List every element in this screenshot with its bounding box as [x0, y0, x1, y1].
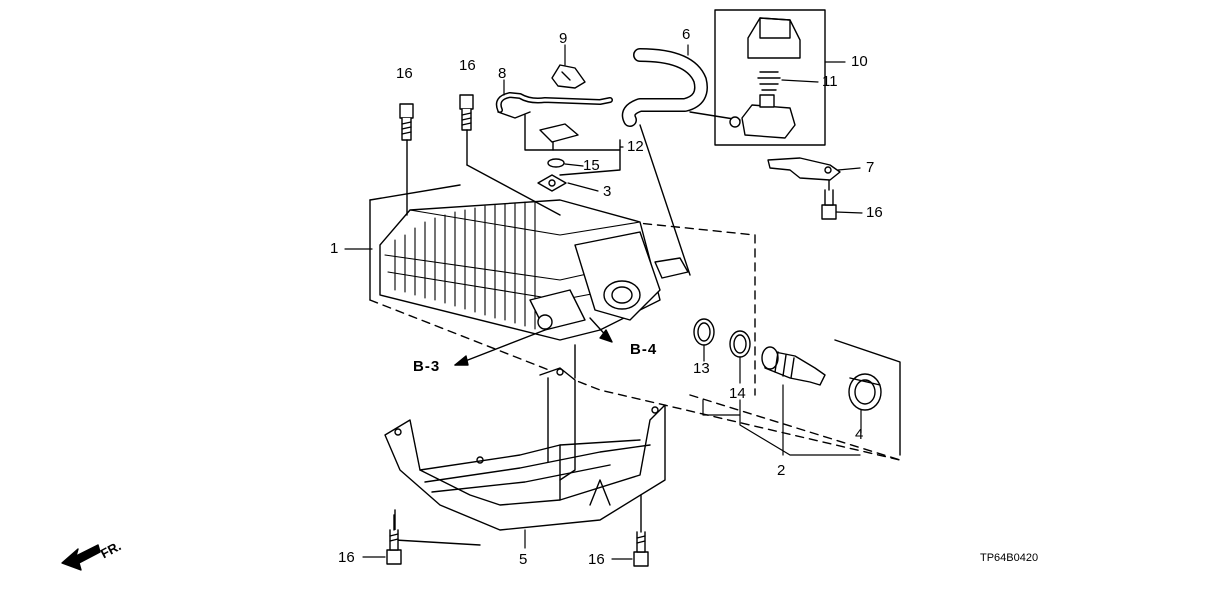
bracket-7 [767, 157, 841, 181]
bolt-upper-mid [459, 94, 561, 216]
callout-16-c: 16 [866, 204, 883, 221]
leader-lines [344, 44, 863, 560]
gasket-13 [693, 318, 715, 346]
ref-b3: B-3 [413, 358, 441, 375]
callout-2: 2 [777, 462, 786, 479]
front-arrow-icon [61, 544, 101, 571]
spring-11 [757, 71, 781, 91]
valve-body [729, 94, 796, 139]
tube-8 [495, 92, 613, 119]
ref-b4: B-4 [630, 341, 658, 358]
callout-8: 8 [498, 65, 507, 82]
hose-6 [621, 48, 741, 276]
joint-12 [539, 123, 579, 151]
lower-bracket [384, 367, 666, 531]
callout-14: 14 [729, 385, 746, 402]
callout-1: 1 [330, 240, 339, 257]
valve-group-box [714, 9, 826, 146]
bolt-lower-left [386, 514, 402, 565]
diagram-code: TP64B0420 [980, 552, 1039, 564]
callout-16-d: 16 [338, 549, 355, 566]
callout-7: 7 [866, 159, 875, 176]
callout-12: 12 [627, 138, 644, 155]
callout-16-b: 16 [459, 57, 476, 74]
callout-16-a: 16 [396, 65, 413, 82]
callout-3: 3 [603, 183, 612, 200]
bolt-upper-left [399, 103, 414, 216]
callout-13: 13 [693, 360, 710, 377]
callout-5: 5 [519, 551, 528, 568]
callout-15: 15 [583, 157, 600, 174]
bolt-lower-right [633, 494, 649, 567]
callout-4: 4 [855, 426, 864, 443]
clamp-3 [537, 174, 567, 192]
ref-arrows [454, 317, 613, 366]
filter-2 [761, 346, 826, 386]
callout-6: 6 [682, 26, 691, 43]
gasket-14 [729, 330, 751, 358]
callout-9: 9 [559, 30, 568, 47]
valve-cover [747, 17, 801, 59]
callout-11: 11 [822, 73, 838, 90]
o-ring-15 [547, 158, 565, 168]
canister [379, 199, 689, 341]
clip-9 [551, 64, 586, 89]
clamp-4 [848, 373, 882, 411]
callout-16-e: 16 [588, 551, 605, 568]
callout-10: 10 [851, 53, 868, 70]
canister-group-outline [369, 184, 901, 461]
